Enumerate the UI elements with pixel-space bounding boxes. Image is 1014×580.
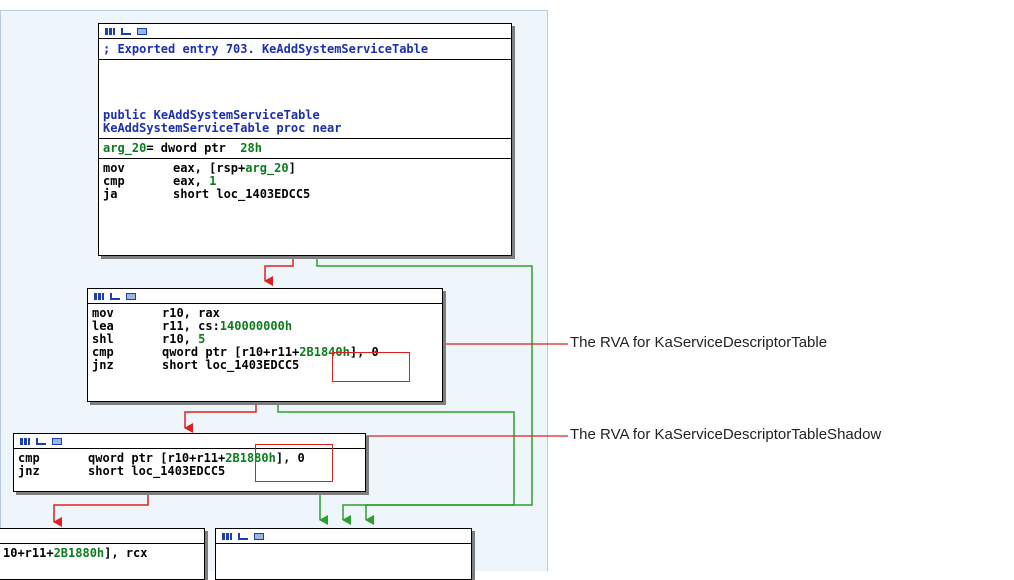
instruction-line: cmp eax, 1 [99, 175, 511, 188]
divider [99, 138, 511, 139]
bar-chart-icon[interactable] [94, 292, 104, 300]
operand-value: arg_20 [245, 161, 289, 175]
instruction-line: jnz short loc_1403EDCC5 [88, 359, 442, 372]
graph-icon[interactable] [110, 292, 120, 300]
opcode: mov [103, 161, 125, 175]
graph-icon[interactable] [238, 532, 248, 540]
operand-value: 1 [209, 174, 217, 188]
edge-false-3 [53, 490, 149, 527]
operand: r11, cs: [162, 319, 220, 333]
code-block-entry[interactable]: ; Exported entry 703. KeAddSystemService… [98, 23, 512, 256]
store-instruction: 10+r11+2B1880h], rcx [3, 546, 148, 560]
operand: short loc_1403EDCC5 [88, 464, 226, 478]
operand: qword ptr [r10+r11+ [88, 451, 226, 465]
instruction-line: mov r10, rax [88, 307, 442, 320]
edge-true-1 [316, 254, 533, 525]
bar-chart-icon[interactable] [105, 27, 115, 35]
highlight-rva-table [332, 352, 410, 382]
operand: qword ptr [r10+r11+ [162, 345, 300, 359]
operand: eax, [173, 174, 210, 188]
instruction-line: ja short loc_1403EDCC5 [99, 188, 511, 201]
opcode: lea [92, 319, 114, 333]
instruction-line: jnz short loc_1403EDCC5 [14, 465, 365, 478]
block-toolbar [99, 24, 511, 39]
divider [99, 59, 511, 60]
opcode: ja [103, 187, 118, 201]
text-view-icon[interactable] [126, 292, 136, 300]
instruction-line: lea r11, cs:140000000h [88, 320, 442, 333]
opcode: jnz [92, 358, 114, 372]
public-decl: public KeAddSystemServiceTable [103, 108, 320, 122]
export-comment: ; Exported entry 703. KeAddSystemService… [103, 42, 429, 56]
edge-false-1 [264, 254, 294, 286]
opcode: cmp [18, 451, 40, 465]
opcode: cmp [92, 345, 114, 359]
opcode: shl [92, 332, 114, 346]
instruction-list: cmp qword ptr [r10+r11+2B1880h], 0 jnz shor… [14, 452, 365, 478]
code-block-partial-right[interactable] [215, 528, 472, 580]
operand: r10, rax [162, 306, 220, 320]
graph-icon[interactable] [121, 27, 131, 35]
instruction-line: cmp qword ptr [r10+r11+2B1880h], 0 [14, 452, 365, 465]
instruction-line: mov eax, [rsp+arg_20] [99, 162, 511, 175]
block-toolbar [216, 529, 471, 544]
opcode: jnz [18, 464, 40, 478]
instruction-line: shl r10, 5 [88, 333, 442, 346]
block-toolbar [0, 529, 204, 544]
bar-chart-icon[interactable] [222, 532, 232, 540]
operand: short loc_1403EDCC5 [173, 187, 311, 201]
graph-icon[interactable] [36, 437, 46, 445]
edge-false-2 [184, 400, 257, 433]
text-view-icon[interactable] [137, 27, 147, 35]
operand-value: 2B1880h [225, 451, 276, 465]
opcode: mov [92, 306, 114, 320]
instruction-list: mov eax, [rsp+arg_20] cmp eax, 1 ja short loc… [99, 162, 511, 201]
divider [99, 158, 511, 159]
operand: r10, [162, 332, 199, 346]
proc-decl: KeAddSystemServiceTable proc near [103, 121, 342, 135]
annotation-rva-shadow: The RVA for KaServiceDescriptorTableShad… [570, 426, 882, 443]
operand-value: 2B1840h [299, 345, 350, 359]
arg-decl: arg_20= dword ptr 28h [103, 141, 262, 155]
bar-chart-icon[interactable] [20, 437, 30, 445]
operand: eax, [rsp+ [173, 161, 246, 175]
highlight-rva-shadow [255, 444, 333, 482]
opcode: cmp [103, 174, 125, 188]
edge-true-2 [277, 400, 515, 525]
text-view-icon[interactable] [52, 437, 62, 445]
block-toolbar [14, 434, 365, 449]
operand-tail: ], 0 [275, 451, 305, 465]
code-block-shadow-check[interactable]: cmp qword ptr [r10+r11+2B1880h], 0 jnz shor… [13, 433, 366, 492]
annotation-rva-table: The RVA for KaServiceDescriptorTable [570, 334, 828, 351]
block-toolbar [88, 289, 442, 304]
text-view-icon[interactable] [254, 532, 264, 540]
operand-tail: ] [288, 161, 296, 175]
operand-value: 5 [198, 332, 206, 346]
operand: short loc_1403EDCC5 [162, 358, 300, 372]
code-block-partial-left[interactable]: 10+r11+2B1880h], rcx [0, 528, 205, 580]
operand-value: 140000000h [219, 319, 293, 333]
